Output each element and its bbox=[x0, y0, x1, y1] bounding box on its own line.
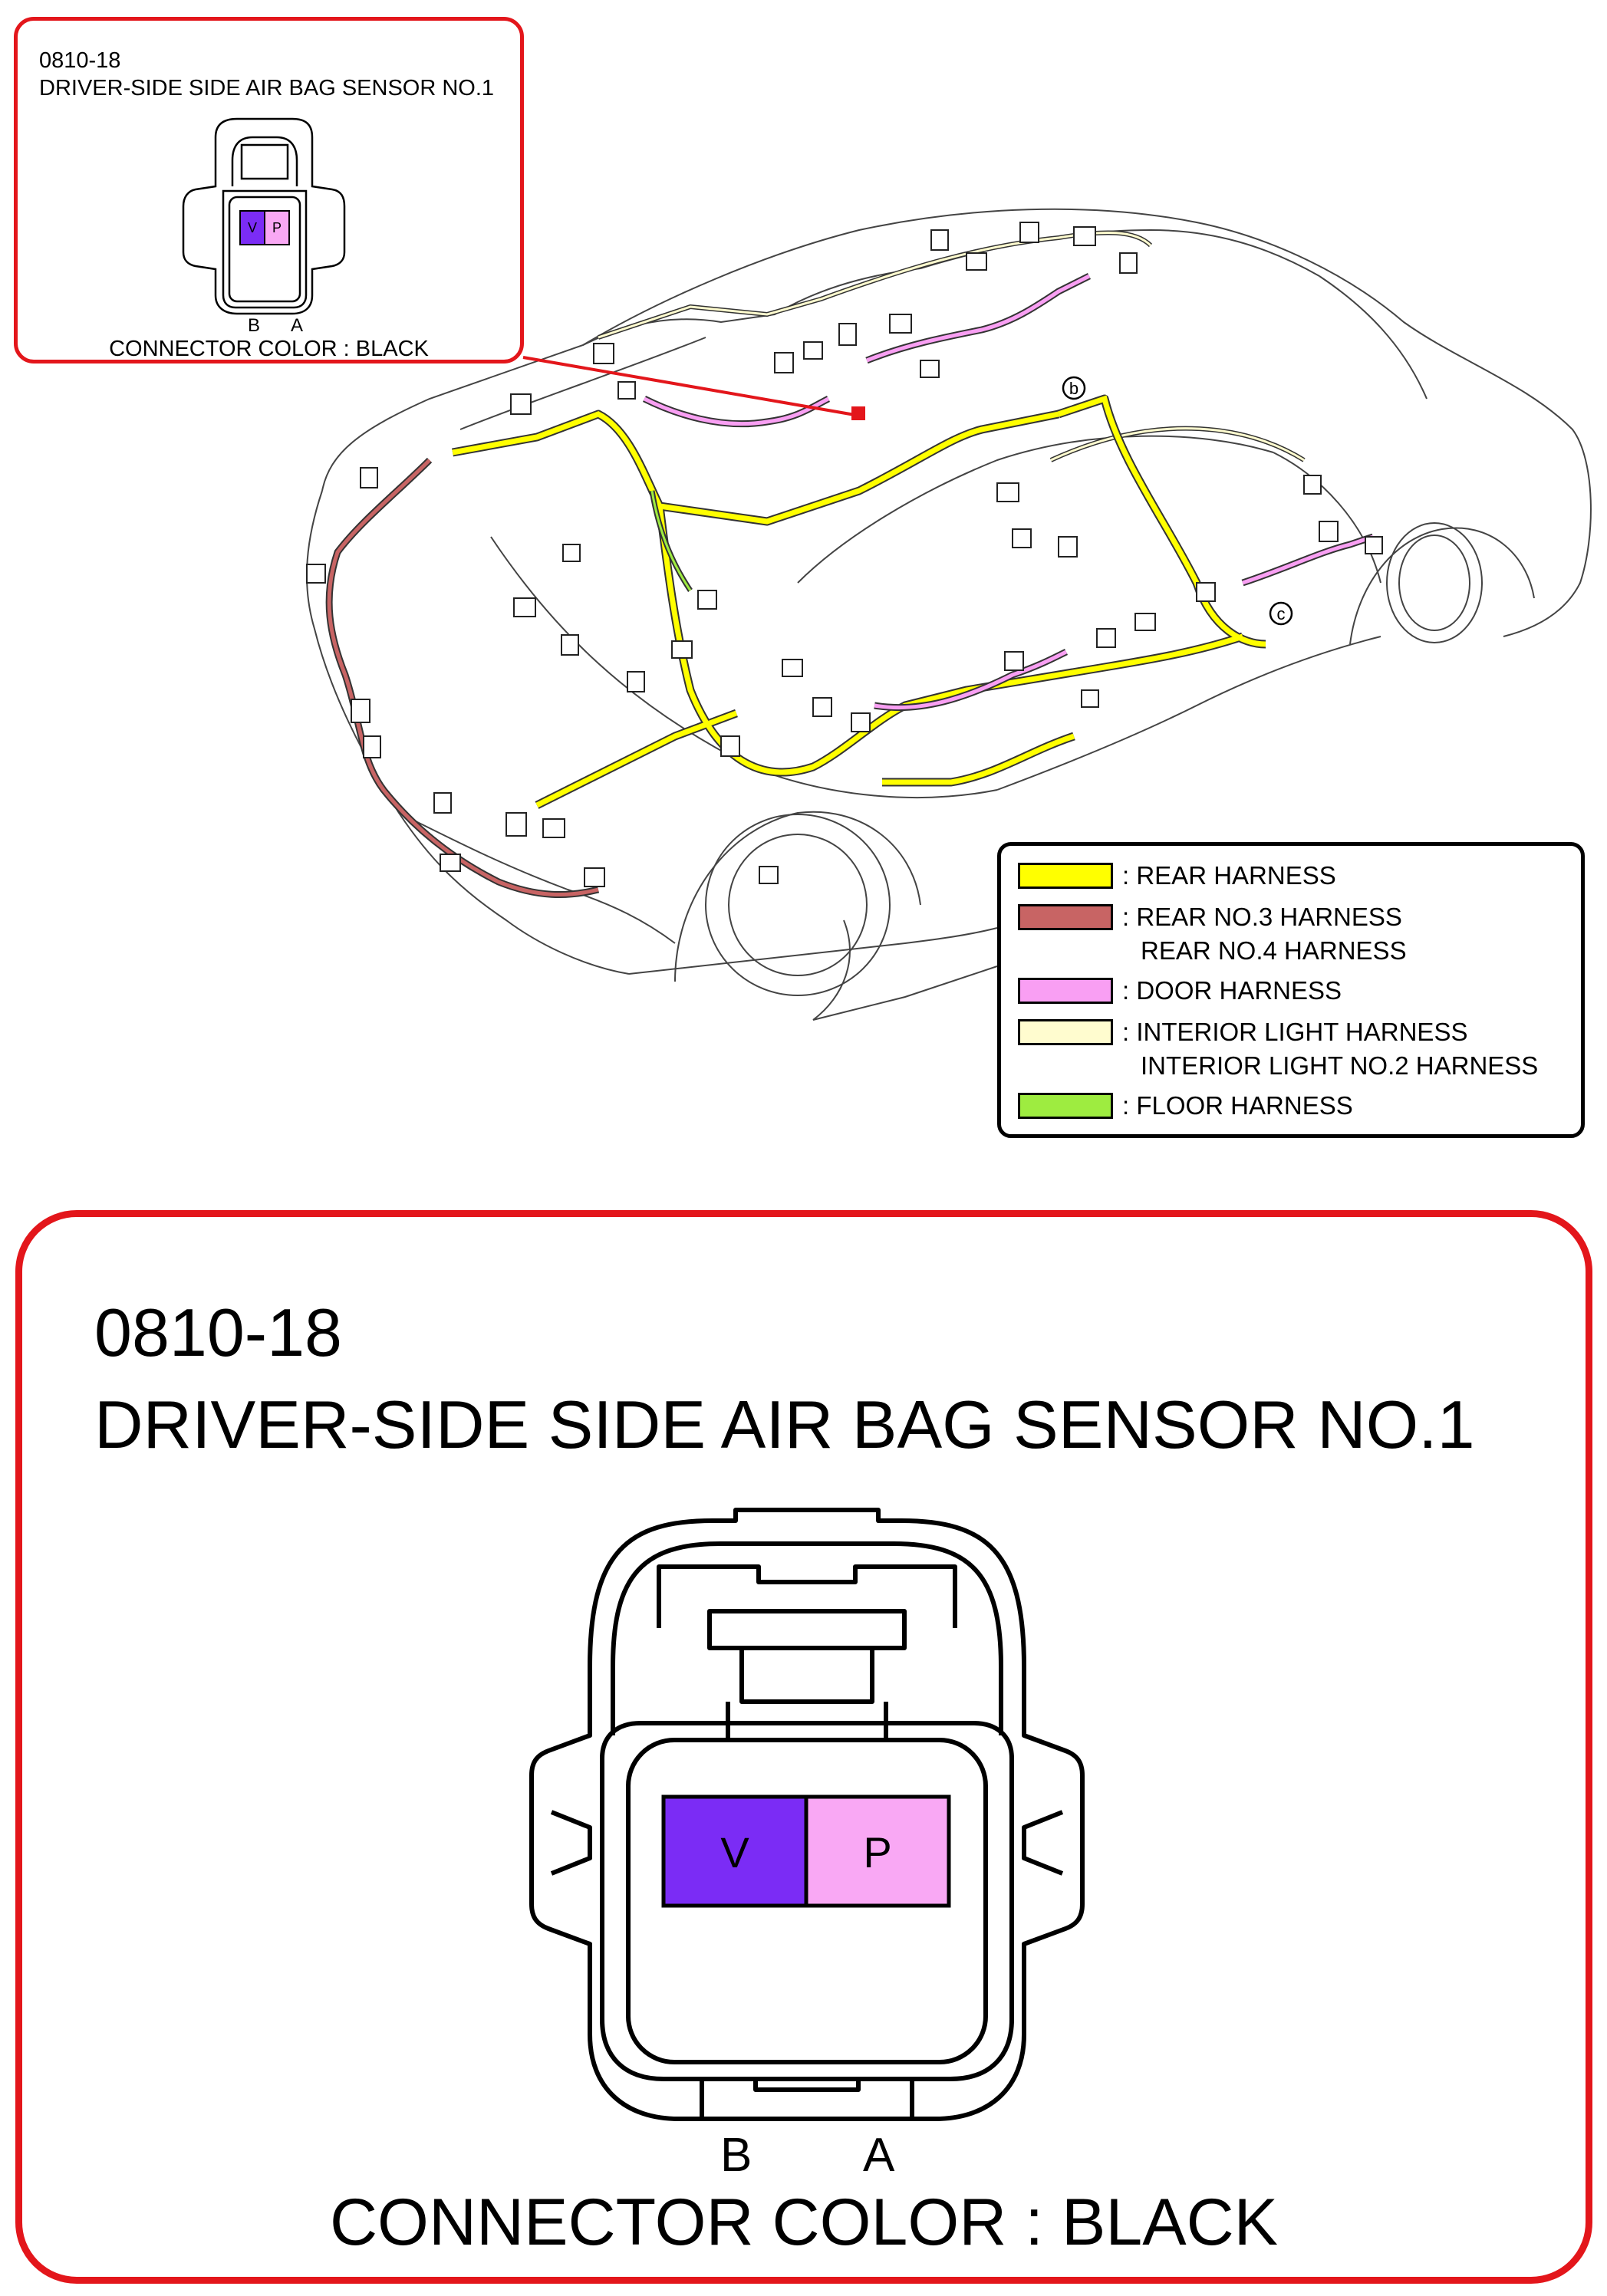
pin-a-small: P bbox=[264, 210, 290, 245]
pin-b-large: V bbox=[661, 1794, 808, 1908]
pin-label-b-large: B bbox=[720, 2129, 752, 2182]
pin-b-small: V bbox=[239, 210, 265, 245]
pin-label-a-large: A bbox=[863, 2129, 895, 2182]
legend-swatch bbox=[1018, 904, 1113, 930]
harness-legend: : REAR HARNESS : REAR NO.3 HARNESS REAR … bbox=[997, 842, 1585, 1138]
connector-color-label-large: CONNECTOR COLOR : BLACK bbox=[329, 2186, 1279, 2259]
svg-text:P: P bbox=[863, 1828, 891, 1877]
legend-swatch bbox=[1018, 1019, 1113, 1045]
harness-connector-blocks bbox=[306, 222, 1383, 887]
interior-light-harness-fill bbox=[598, 231, 1305, 462]
legend-swatch bbox=[1018, 863, 1113, 889]
svg-text:P: P bbox=[272, 220, 282, 235]
floor-harness-fill bbox=[650, 490, 692, 591]
interior-light-harness-route bbox=[598, 230, 1306, 462]
svg-text:c: c bbox=[1277, 604, 1286, 623]
connector-detail-large: 0810-18 DRIVER-SIDE SIDE AIR BAG SENSOR … bbox=[15, 1210, 1592, 2284]
legend-swatch bbox=[1018, 1093, 1113, 1119]
connector-color-label: CONNECTOR COLOR : BLACK bbox=[109, 337, 429, 361]
vehicle-harness-illustration: b c bbox=[306, 208, 1592, 1021]
rear-harness-route bbox=[452, 394, 1266, 809]
connector-code-large: 0810-18 bbox=[94, 1294, 342, 1370]
legend-swatch bbox=[1018, 978, 1113, 1004]
connector-face-small: V P bbox=[182, 117, 346, 315]
leader-line bbox=[522, 356, 865, 420]
connector-code: 0810-18 bbox=[39, 48, 121, 73]
location-marker-c: c bbox=[1269, 601, 1293, 626]
connector-callout-small: 0810-18 DRIVER-SIDE SIDE AIR BAG SENSOR … bbox=[14, 17, 524, 363]
svg-text:V: V bbox=[248, 220, 257, 235]
svg-text:b: b bbox=[1069, 379, 1078, 398]
pin-label-b-small: B bbox=[248, 315, 261, 336]
connector-name: DRIVER-SIDE SIDE AIR BAG SENSOR NO.1 bbox=[39, 76, 495, 100]
pin-a-large: P bbox=[804, 1794, 951, 1908]
connector-face-large: V P bbox=[529, 1508, 1085, 2121]
rear-no3-harness-fill bbox=[327, 459, 599, 897]
connector-name-large: DRIVER-SIDE SIDE AIR BAG SENSOR NO.1 bbox=[94, 1386, 1475, 1462]
location-marker-b: b bbox=[1062, 376, 1086, 400]
pin-label-a-small: A bbox=[291, 315, 304, 336]
sensor-location-marker bbox=[851, 406, 865, 420]
svg-text:V: V bbox=[720, 1828, 749, 1877]
rear-harness-fill bbox=[452, 395, 1266, 808]
